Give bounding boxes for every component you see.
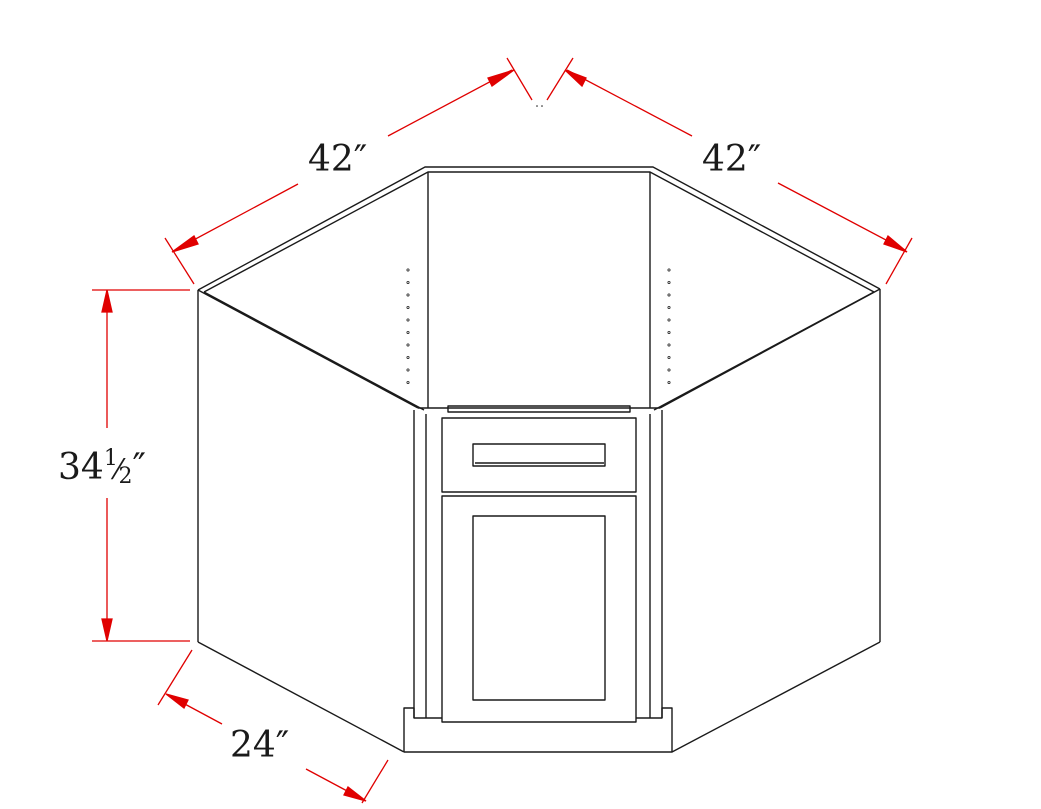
dim-right-ext-a [546,57,574,101]
right-shelf-pin-hole [667,280,671,284]
face-top-lip [447,405,631,413]
dimension-label-top-left: 42″ [308,139,368,180]
left-shelf-pin-hole [406,343,410,347]
toe-kick-right [404,707,673,753]
dim-right-line-b [777,182,906,251]
right-shelf-pin-hole [667,330,671,334]
dimension-label-top-right: 42″ [702,139,762,180]
left-shelf-pin-hole [406,305,410,309]
dimension-lines [92,57,913,804]
dim-left-ext-a [164,237,195,285]
drawer-front [441,417,637,493]
dim-left-arrow-a [171,235,199,253]
door-front [441,495,637,723]
right-shelf-pin-hole [667,268,671,272]
apex-marks [536,105,543,107]
dim-right-arrow-b [883,234,908,253]
height-fraction: 1⁄2 [103,446,133,489]
right-shelf-pin-hole [667,355,671,359]
toe-kick [403,707,442,752]
dim-depth-ext-a [157,649,193,706]
right-shelf-pin-hole [667,380,671,384]
cabinet-outline [197,166,881,753]
top-inner-left [197,289,419,409]
left-shelf-pin-hole [406,380,410,384]
dim-depth-ext-b [361,759,389,804]
left-shelf-pin-hole [406,280,410,284]
dim-right-arrow-a [564,69,587,88]
right-shelf-pin-hole [667,368,671,372]
left-shelf-pin-hole [406,268,410,272]
door-panel [472,515,606,701]
left-shelf-pin-hole [406,368,410,372]
dim-right-line-a [566,69,693,137]
left-shelf-pin-hole [406,293,410,297]
height-fraction-denominator: 2 [118,464,133,489]
height-whole: 34 [58,447,104,488]
right-shelf-pin-hole [667,318,671,322]
top-inner-left-2 [203,291,425,411]
right-shelf-pin-hole [667,293,671,297]
dim-depth-arrow-a [165,693,189,709]
top-inner-right-2 [653,291,875,411]
right-bottom-edge [671,641,881,753]
shelf-pin-holes [406,268,671,384]
right-shelf-pin-hole [667,305,671,309]
dim-right-ext-b [885,237,913,285]
height-inch-mark: ″ [132,447,146,488]
dimension-label-height: 341⁄2″ [58,448,146,488]
dim-height-arrow-bottom [101,618,113,642]
height-fraction-numerator: 1 [103,446,118,471]
dim-left-ext-b [506,57,533,101]
top-frame-outer [197,166,881,291]
dim-depth-arrow-b [343,786,367,802]
top-frame-inner [203,171,875,293]
dim-height-arrow-top [101,289,113,313]
left-bottom-edge [197,641,405,753]
dim-left-arrow-b [487,69,515,87]
dimension-label-depth: 24″ [230,725,290,766]
left-shelf-pin-hole [406,330,410,334]
left-shelf-pin-hole [406,318,410,322]
right-shelf-pin-hole [667,343,671,347]
drawer-panel [472,443,606,467]
left-shelf-pin-hole [406,355,410,359]
